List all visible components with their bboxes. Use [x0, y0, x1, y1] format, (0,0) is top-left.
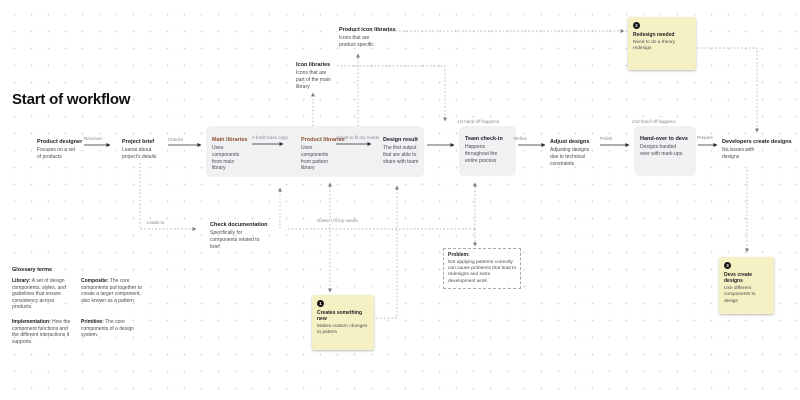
problem-body: Not applying patterns correctly can caus… [448, 259, 516, 284]
numbered-marker-icon: 2 [633, 22, 640, 29]
glossary-def: The core components of a design system. [81, 318, 135, 339]
node-title: Product libraries [301, 137, 345, 143]
sticky-body: Need to do a theory redesign [633, 39, 676, 52]
edge-label-leads-to: Leads to [147, 220, 165, 225]
node-icon-libraries[interactable]: Icon libraries Icons that are part of th… [296, 62, 338, 90]
edge-label-prepare: Prepare [697, 135, 714, 140]
node-team-check-in[interactable]: Team check-in Happens throughout the ent… [465, 136, 511, 164]
edge-label-first-handoff: 1st hand-off happens [457, 119, 500, 124]
edge-label-fresh-copy: A fresh base copy [252, 135, 288, 140]
hand-over-box[interactable] [634, 126, 696, 176]
node-product-libraries[interactable]: Product libraries Uses components from p… [301, 137, 345, 172]
node-body: Adjusting designs due to technical const… [550, 147, 590, 167]
numbered-marker-icon: 3 [724, 262, 731, 269]
glossary-term: Library: [12, 278, 31, 284]
glossary-header: Glossary terms [12, 267, 53, 273]
edge-label-second-handoff: 2nd hand-off happens [632, 119, 676, 124]
node-title: Product designer [37, 139, 83, 145]
edge-label-adjust-fit: Adjust to fit my needs [336, 135, 380, 140]
node-title: Developers create designs [722, 139, 792, 145]
glossary-def: A set of design components, styles, and … [12, 278, 66, 311]
edge-label-receives: Receives [84, 136, 103, 141]
glossary-item-library: Library: A set of design components, sty… [12, 278, 74, 311]
glossary-term: Primitive: [81, 318, 104, 325]
sticky-title: Creates something new [317, 310, 363, 323]
node-body: Focuses on a set of products [37, 147, 76, 160]
glossary-item-composite: Composite: The core components put toget… [81, 278, 147, 311]
node-title: Product icon libraries [339, 27, 396, 33]
sticky-redesign-needed[interactable]: 2 Redesign needed Need to do a theory re… [628, 17, 696, 70]
glossary-term: Implementation: [12, 318, 51, 325]
node-title: Team check-in [465, 136, 503, 142]
node-body: Designs handed over with mark-ups [640, 144, 683, 157]
problem-title: Problem: [448, 252, 470, 258]
node-project-brief[interactable]: Project brief Learns about project's det… [122, 139, 166, 161]
edge-label-checks: Checks [168, 137, 184, 142]
glossary-term: Composite: [81, 278, 109, 284]
node-body: Icons that are product specific [339, 35, 374, 48]
libraries-group-box[interactable] [206, 126, 424, 177]
edge-label-doesnt-fit: Doesn't fit my needs [316, 218, 359, 224]
sticky-title: Redesign needed [633, 32, 675, 38]
node-title: Design result [383, 137, 418, 143]
glossary[interactable]: Glossary terms Library: A set of design … [12, 267, 148, 345]
node-title: Hand-over to devs [640, 136, 688, 142]
edge-label-polish: Polish [600, 136, 613, 141]
sticky-body: Use different components to design [724, 286, 756, 304]
glossary-item-primitive: Primitive: The core components of a desi… [81, 319, 147, 345]
glossary-def: How the component functions and the diff… [12, 318, 71, 345]
glossary-grid: Library: A set of design components, sty… [12, 278, 148, 345]
node-design-result[interactable]: Design result The first output that are … [383, 137, 422, 165]
node-developers-create-designs[interactable]: Developers create designs No issues with… [722, 139, 792, 161]
node-body: Icons that are part of the main library [296, 70, 331, 90]
node-title: Check documentation [210, 222, 268, 228]
glossary-item-implementation: Implementation: How the component functi… [12, 319, 74, 345]
node-body: Uses components from pattern library [301, 145, 329, 172]
team-check-in-box[interactable] [459, 126, 516, 176]
edge-label-refine: Refine [514, 136, 528, 141]
node-hand-over[interactable]: Hand-over to devs Designs handed over wi… [640, 136, 690, 158]
numbered-marker-icon: 1 [317, 300, 324, 307]
page-title: Start of workflow [12, 91, 131, 108]
node-body: Happens throughout the entire process [465, 144, 498, 164]
node-main-libraries[interactable]: Main libraries Uses components from main… [212, 137, 252, 172]
node-title: Main libraries [212, 137, 248, 143]
node-body: Learns about project's details [122, 147, 157, 160]
node-check-documentation[interactable]: Check documentation Specifically for com… [210, 222, 272, 250]
node-body: Specifically for components related to b… [210, 230, 260, 250]
sticky-creates-something-new[interactable]: 1 Creates something new Makes custom cha… [312, 295, 374, 350]
node-body: No issues with designs [722, 147, 755, 160]
node-body: The first output that are able to share … [383, 145, 419, 165]
node-title: Icon libraries [296, 62, 331, 68]
node-product-designer[interactable]: Product designer Focuses on a set of pro… [37, 139, 83, 161]
node-adjust-designs[interactable]: Adjust designs Adjusting designs due to … [550, 139, 596, 167]
sticky-body: Makes custom changes to pattern [317, 324, 368, 336]
sticky-devs-create-designs[interactable]: 3 Devs create designs Use different comp… [719, 257, 774, 314]
glossary-def: The core components put together to crea… [81, 278, 142, 304]
node-body: Uses components from main library [212, 145, 240, 172]
node-title: Adjust designs [550, 139, 590, 145]
node-product-icon-libraries[interactable]: Product icon libraries Icons that are pr… [339, 27, 396, 49]
problem-note[interactable]: Problem: Not applying patterns correctly… [443, 248, 521, 290]
sticky-title: Devs create designs [724, 272, 753, 285]
node-title: Project brief [122, 139, 155, 145]
